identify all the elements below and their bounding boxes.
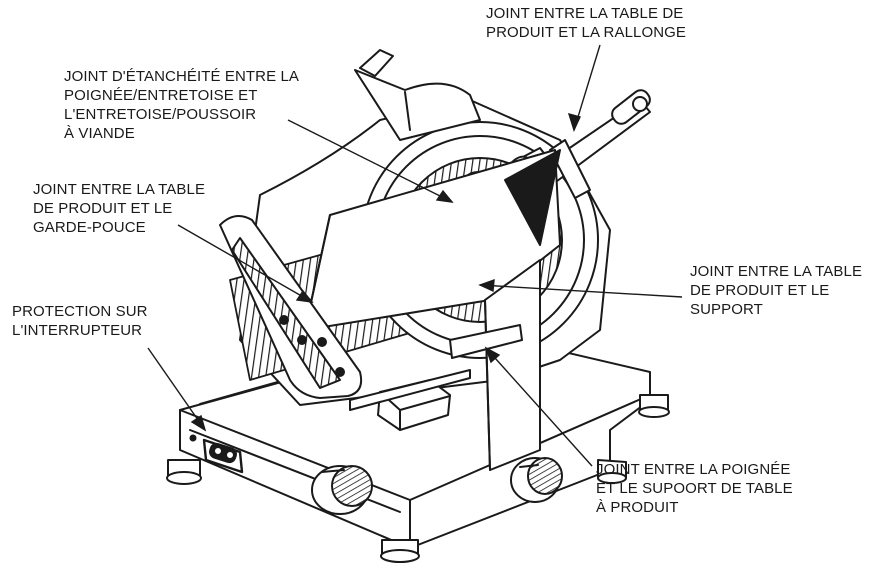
leader-interrupteur [147,347,206,431]
label-support-line-2: DE PRODUIT ET LE [690,282,830,299]
top-guard [354,49,481,141]
label-garde-pouce-line-1: JOINT ENTRE LA TABLE [33,181,206,198]
label-garde-pouce: JOINT ENTRE LA TABLE DE PRODUIT ET LE GA… [33,180,205,237]
label-poignee-support-line-2: ET LE SUPOORT DE TABLE [596,480,793,497]
arrow-rallonge [567,112,581,132]
arrow-support [478,278,495,293]
label-support-line-1: JOINT ENTRE LA TABLE [690,263,863,280]
arrow-garde-pouce [295,289,314,303]
thumb-guard [219,215,363,399]
label-poignee-support-line-1: JOINT ENTRE LA POIGNÉE [596,461,791,478]
label-etancheite-line-3: L'ENTRETOISE/POUSSOIR [64,106,257,123]
label-etancheite-line-1: JOINT D'ÉTANCHÉITÉ ENTRE LA [64,68,300,85]
label-etancheite-line-2: POIGNÉE/ENTRETOISE ET [64,87,258,104]
leader-poignee-support [485,347,593,467]
arrow-interrupteur [190,414,207,432]
leader-etancheite [287,119,453,203]
carriage-pad [349,369,471,431]
label-rallonge-line-2: PRODUIT ET LA RALLONGE [486,24,687,41]
switch-guard [202,438,244,474]
label-garde-pouce-line-3: GARDE-POUCE [33,219,146,236]
label-interrupteur: PROTECTION SUR L'INTERRUPTEUR [12,302,148,340]
leader-support [479,284,683,298]
label-interrupteur-line-1: PROTECTION SUR [12,303,148,320]
front-knob [311,465,373,515]
table-support [449,259,541,471]
right-knob [510,457,563,503]
label-support: JOINT ENTRE LA TABLE DE PRODUIT ET LE SU… [690,262,862,319]
label-etancheite-line-4: À VIANDE [64,125,135,142]
leader-garde-pouce [177,224,313,303]
label-etancheite: JOINT D'ÉTANCHÉITÉ ENTRE LA POIGNÉE/ENTR… [64,67,299,143]
label-rallonge-line-1: JOINT ENTRE LA TABLE DE [486,5,684,22]
leader-lines [147,44,683,467]
label-rallonge: JOINT ENTRE LA TABLE DE PRODUIT ET LA RA… [486,4,686,42]
arrow-poignee-support [484,346,501,364]
arrow-etancheite [435,189,454,203]
label-poignee-support-line-3: À PRODUIT [596,499,679,516]
label-interrupteur-line-2: L'INTERRUPTEUR [12,322,143,339]
label-support-line-3: SUPPORT [690,301,763,318]
label-poignee-support: JOINT ENTRE LA POIGNÉE ET LE SUPOORT DE … [596,460,793,517]
slicer-feet [166,394,670,563]
label-garde-pouce-line-2: DE PRODUIT ET LE [33,200,173,217]
